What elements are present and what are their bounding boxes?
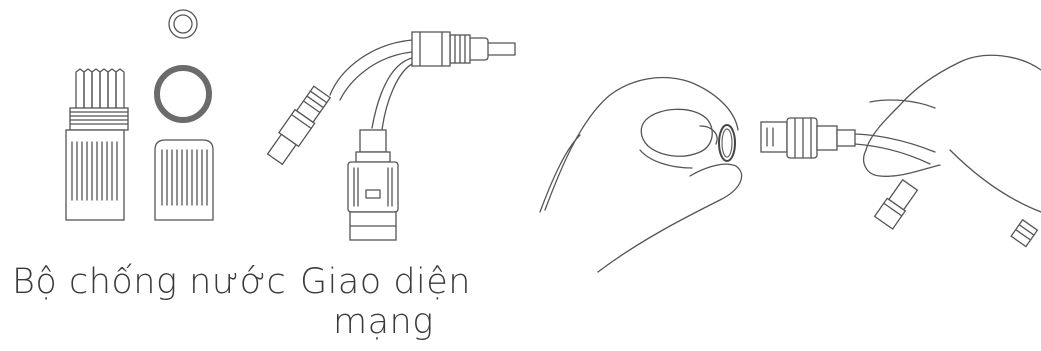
rubber-ring-icon [157,68,209,120]
network-cable-icon [265,32,515,240]
network-interface-label-line1: Giao diện [300,262,471,302]
waterproof-kit-label: Bộ chống nước [12,262,286,302]
waterproof-nut-icon [66,69,128,220]
network-interface-label-line2: mạng [333,302,434,342]
waterproof-cap-icon [155,140,213,220]
left-hand-icon [540,78,742,272]
small-washer-icon [169,10,197,38]
o-ring-icon [719,125,735,161]
rj45-plug-icon [761,118,935,164]
right-hand-icon [864,55,1041,246]
